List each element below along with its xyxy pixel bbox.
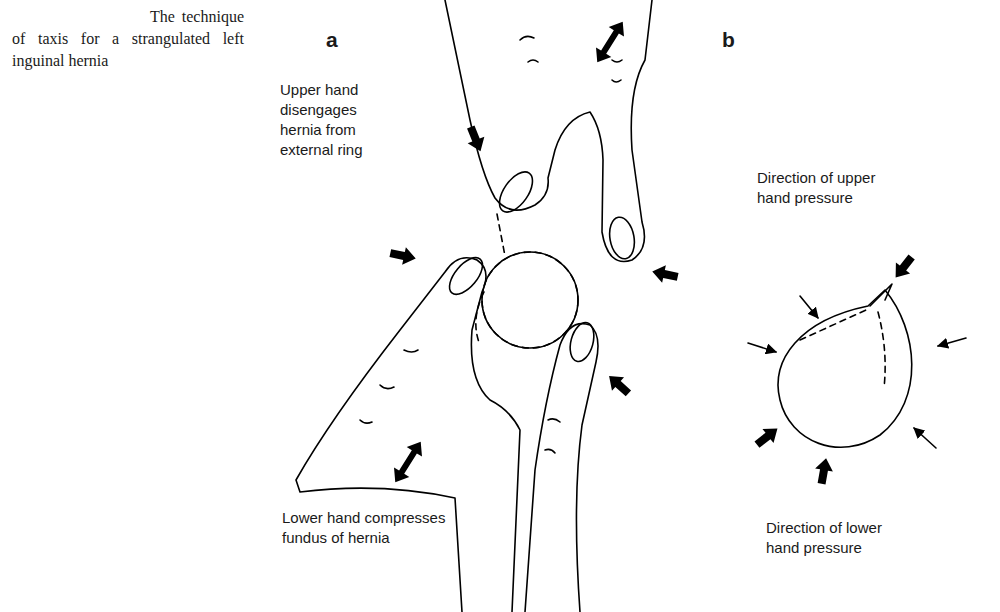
- hernia-hidden-outline: [800, 310, 885, 388]
- skin-crease: [545, 419, 560, 453]
- hernia-sac: [778, 290, 912, 447]
- pressure-arrow: [813, 457, 835, 486]
- pressure-arrow: [462, 124, 488, 155]
- motion-arrow: [590, 17, 631, 67]
- pressure-arrow: [800, 296, 818, 318]
- motion-arrow: [388, 437, 429, 487]
- pressure-arrow: [650, 263, 679, 286]
- annotation: Lower hand compresses fundus of hernia: [282, 508, 457, 548]
- lower-hand: [296, 258, 520, 612]
- fingernail: [493, 166, 539, 217]
- pressure-arrow: [388, 244, 417, 267]
- panel-letter: a: [326, 28, 338, 52]
- panel-letter: b: [722, 28, 735, 52]
- hernia-neck: [476, 214, 505, 345]
- annotation: Upper hand disengages hernia from extern…: [280, 80, 380, 160]
- fingernail: [607, 215, 638, 261]
- pressure-arrow: [603, 369, 634, 400]
- pressure-arrow: [748, 343, 776, 352]
- pressure-arrow: [889, 251, 919, 283]
- pressure-arrow: [914, 428, 936, 448]
- skin-crease: [360, 350, 418, 423]
- hernia-hidden-outline: [482, 252, 578, 348]
- annotation: Direction of lower hand pressure: [766, 518, 916, 558]
- pressure-arrow: [938, 338, 966, 346]
- annotation: Direction of upper hand pressure: [757, 168, 907, 208]
- upper-hand: [445, 0, 652, 261]
- lower-thumb: [525, 324, 598, 612]
- figure-caption: The technique of taxis for a strangulate…: [12, 6, 244, 72]
- hernia-sac: [482, 252, 578, 348]
- pressure-arrow: [751, 422, 783, 452]
- sac-fold: [870, 284, 892, 306]
